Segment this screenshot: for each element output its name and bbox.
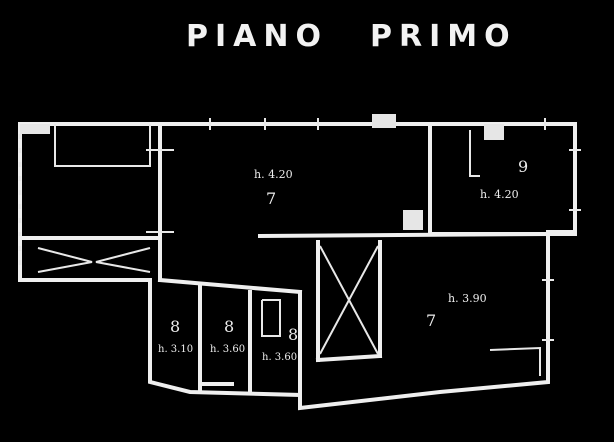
stair-block-mid <box>403 210 423 230</box>
terrace-x-left <box>37 247 93 273</box>
wall-service-top <box>157 277 303 295</box>
hatch-block-top-left <box>20 124 50 134</box>
wall-ticks <box>146 118 581 341</box>
bottom-mid-height-label: h. 3.60 <box>210 344 245 355</box>
bottom-right-height-label: h. 3.60 <box>262 352 297 363</box>
shaft-cross-b <box>319 245 379 355</box>
small-room-height-label: h. 4.20 <box>480 188 519 201</box>
room9-recess <box>469 130 480 177</box>
terrace-inner-box <box>54 124 151 167</box>
outer-walls <box>18 122 577 411</box>
bottom-mid-number-label: 8 <box>224 317 234 336</box>
service-cabinet <box>261 299 281 337</box>
plan-title-left: PIANO <box>186 19 328 54</box>
left-terrace <box>18 124 162 273</box>
outer-wall-outline <box>18 122 577 411</box>
bottom-right-number-label: 8 <box>288 325 298 344</box>
right-room-height-label: h. 3.90 <box>448 292 487 305</box>
wall-shaft-bottom <box>315 353 383 363</box>
stair-symbol-top <box>372 114 396 128</box>
terrace-x-right <box>95 247 151 273</box>
plan-title-right: PRIMO <box>370 19 517 54</box>
interior-walls <box>157 122 577 397</box>
bottom-left-height-label: h. 3.10 <box>158 344 193 355</box>
hall-height-label: h. 4.20 <box>254 168 293 181</box>
hall-number-label: 7 <box>266 189 276 208</box>
small-room-number-label: 9 <box>518 157 528 176</box>
right-room-number-label: 7 <box>426 311 436 330</box>
right-room-niche <box>489 346 541 376</box>
bottom-left-number-label: 8 <box>170 317 180 336</box>
hatch-block-top-right <box>484 124 504 140</box>
